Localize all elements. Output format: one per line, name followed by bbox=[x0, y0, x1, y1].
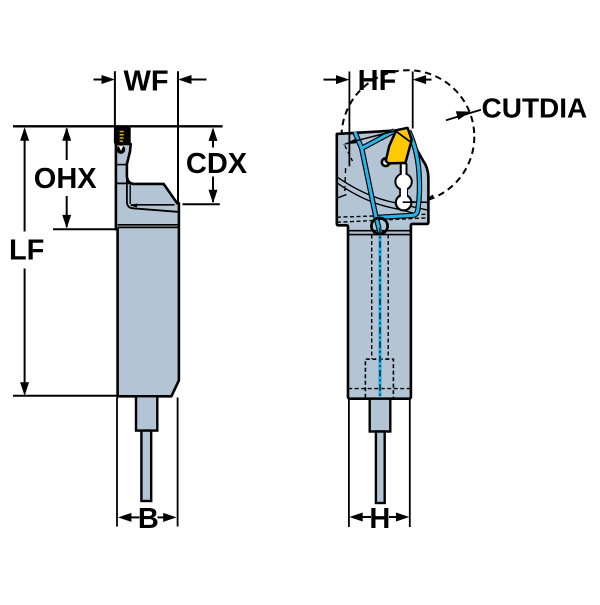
svg-text:CUTDIA: CUTDIA bbox=[482, 92, 588, 123]
svg-text:H: H bbox=[369, 503, 390, 535]
svg-text:B: B bbox=[138, 503, 159, 535]
svg-text:LF: LF bbox=[9, 234, 44, 266]
svg-text:WF: WF bbox=[123, 66, 168, 98]
svg-text:CDX: CDX bbox=[186, 148, 248, 180]
svg-text:HF: HF bbox=[358, 65, 397, 97]
svg-text:OHX: OHX bbox=[34, 163, 98, 195]
